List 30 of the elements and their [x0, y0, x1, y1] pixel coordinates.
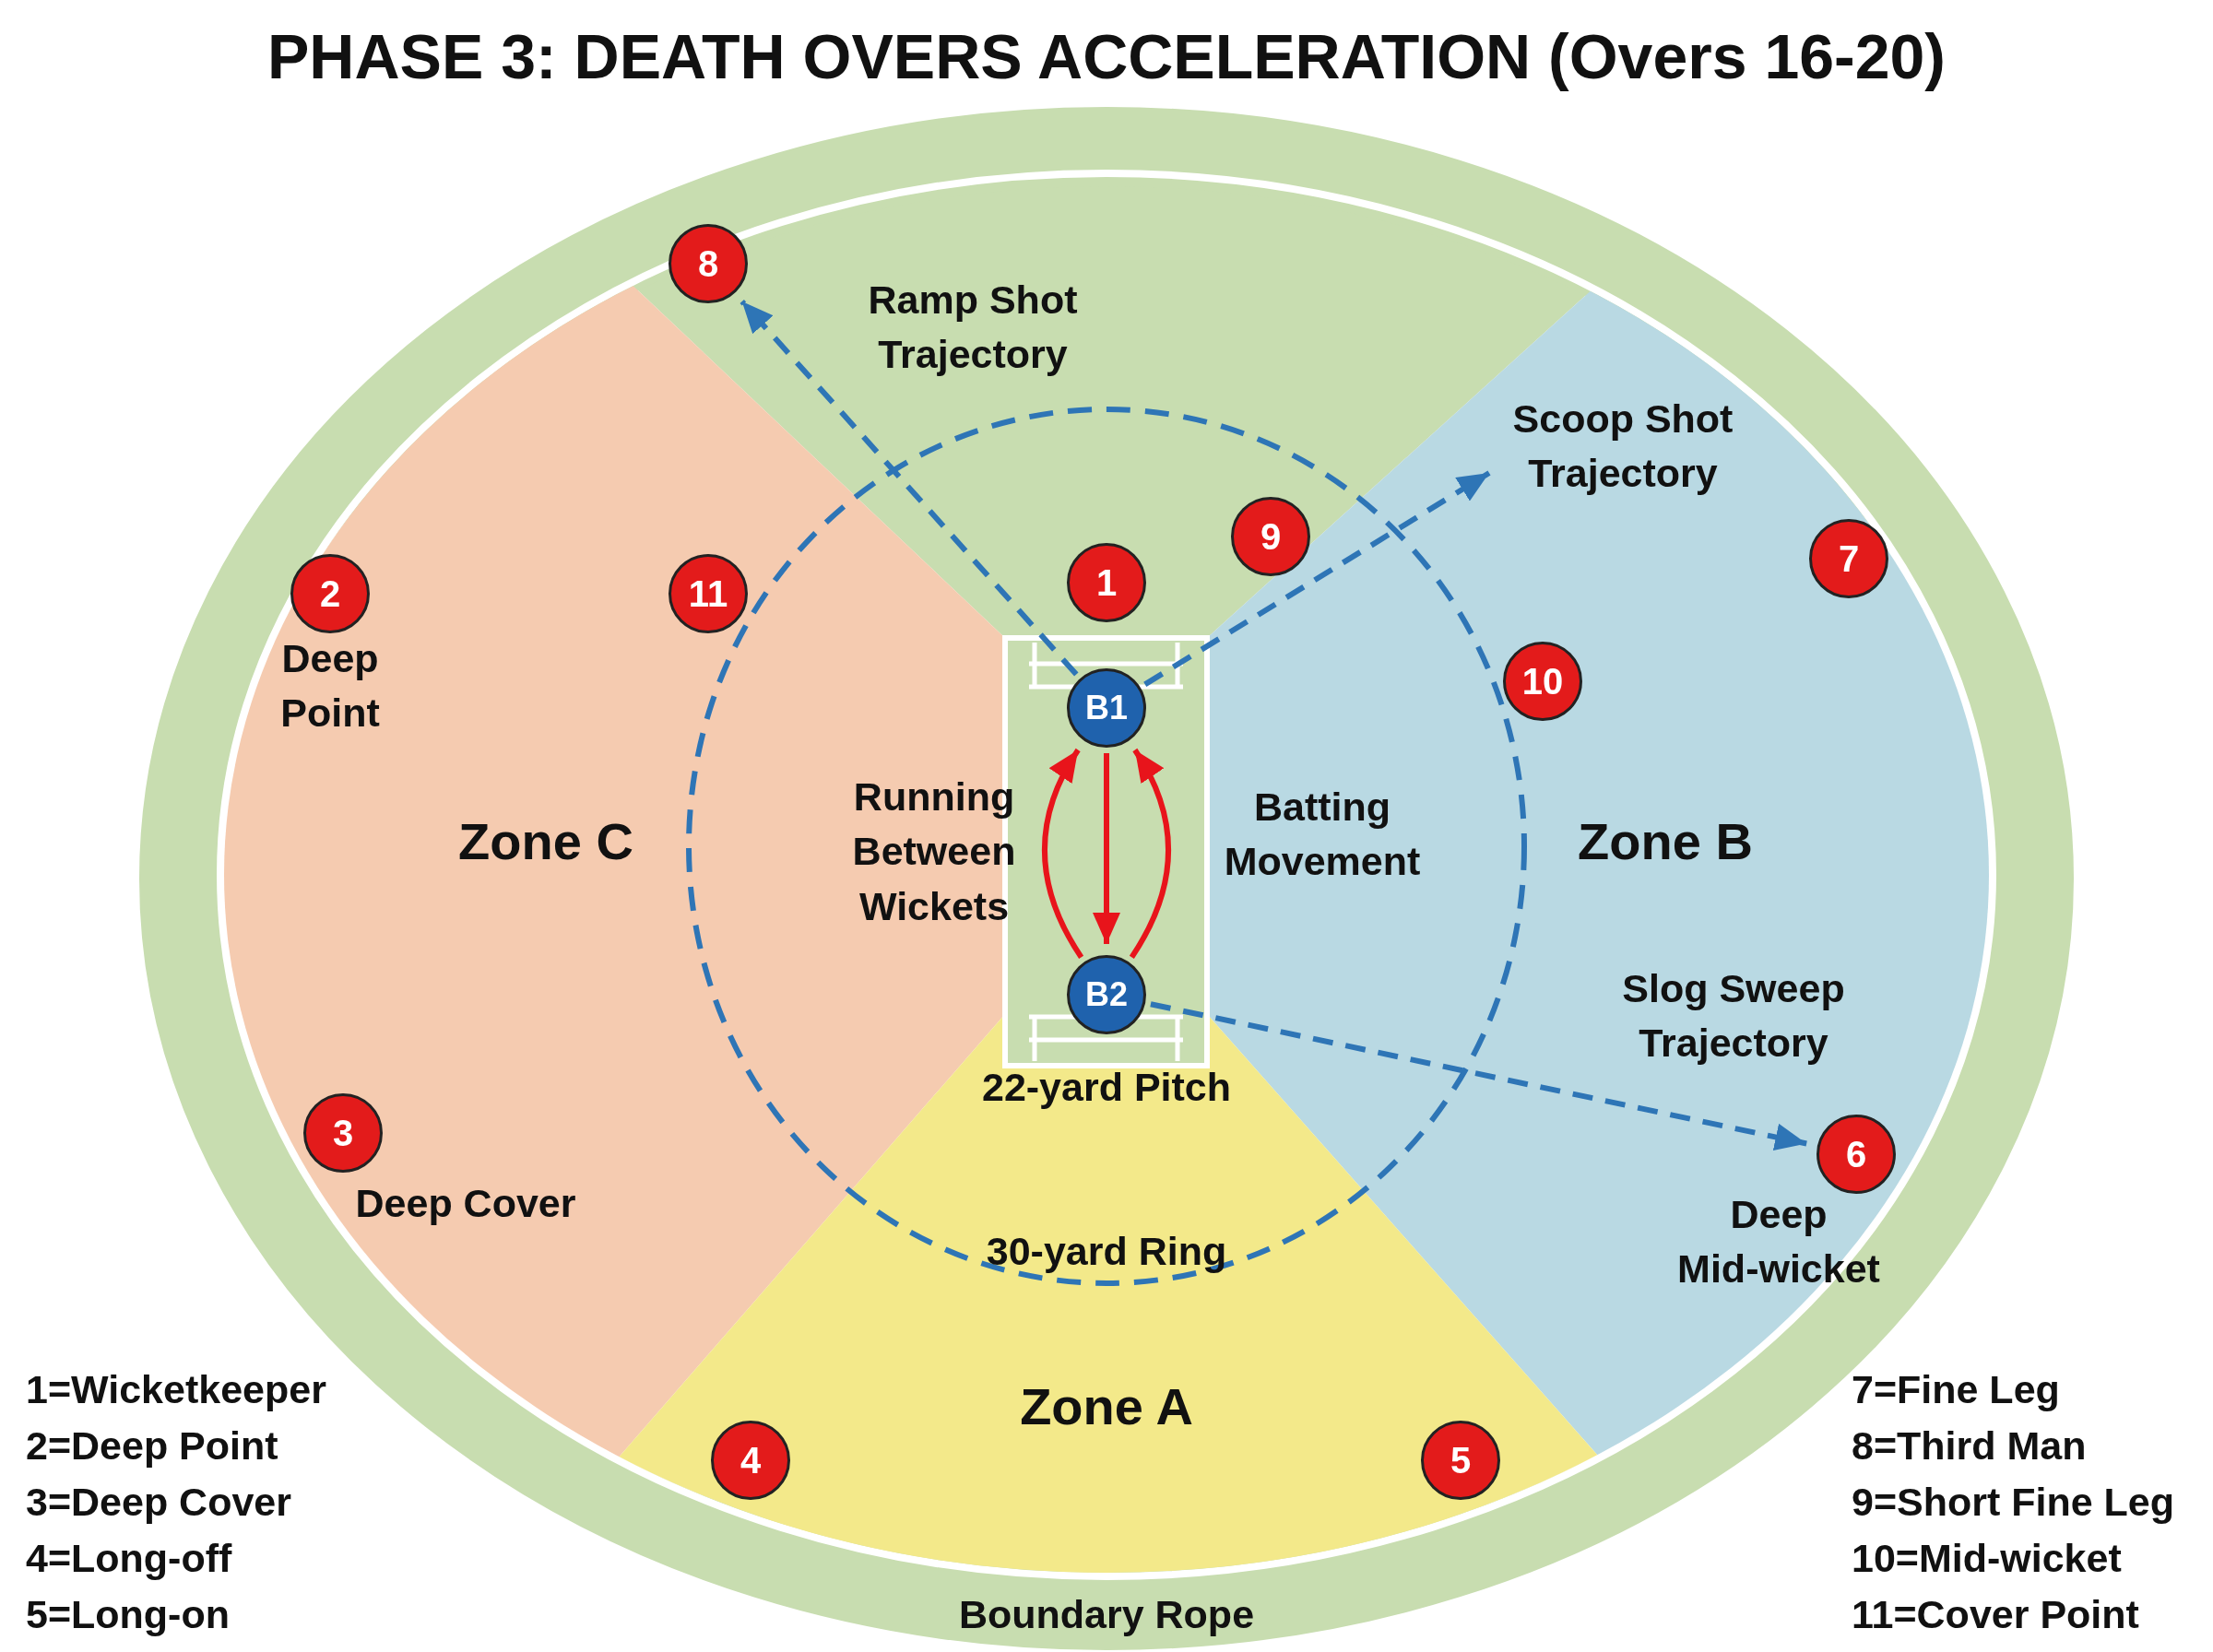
key-entry: 8=Third Man: [1852, 1422, 2087, 1470]
pitch-label: 22-yard Pitch: [980, 1064, 1233, 1112]
position-name: Deep Point: [279, 634, 381, 737]
movement-arrow: [1129, 748, 1171, 959]
zone-label: Zone B: [1577, 811, 1754, 871]
edge-label: Slog Sweep Trajectory: [1621, 964, 1846, 1067]
trajectory-arrow: [740, 299, 1079, 677]
key-entry: 7=Fine Leg: [1852, 1366, 2060, 1414]
zone-label: Zone A: [1019, 1376, 1194, 1436]
edge-label: Scoop Shot Trajectory: [1511, 395, 1734, 497]
key-entry: 3=Deep Cover: [26, 1479, 291, 1527]
key-entry: 9=Short Fine Leg: [1852, 1479, 2175, 1527]
position-name: Deep Cover: [354, 1180, 577, 1228]
key-entry: 10=Mid-wicket: [1852, 1535, 2122, 1583]
key-entry: 2=Deep Point: [26, 1422, 278, 1470]
annotation: Running Between Wickets: [851, 773, 1017, 930]
movement-arrow: [1042, 748, 1084, 959]
zone-label: Zone C: [457, 811, 634, 871]
key-entry: 4=Long-off: [26, 1535, 232, 1583]
movement-arrow: [1093, 753, 1120, 944]
trajectory-arrow: [1143, 470, 1491, 687]
title: PHASE 3: DEATH OVERS ACCELERATION (Overs 16-20): [266, 20, 1947, 92]
key-entry: 11=Cover Point: [1852, 1591, 2139, 1639]
ring-label: 30-yard Ring: [985, 1228, 1228, 1276]
trajectory-arrow: [1150, 1001, 1807, 1151]
annotation: Batting Movement: [1223, 783, 1422, 885]
edge-label: Ramp Shot Trajectory: [867, 276, 1079, 378]
key-entry: 5=Long-on: [26, 1591, 230, 1639]
boundary-label: Boundary Rope: [957, 1591, 1256, 1639]
key-entry: 1=Wicketkeeper: [26, 1366, 326, 1414]
